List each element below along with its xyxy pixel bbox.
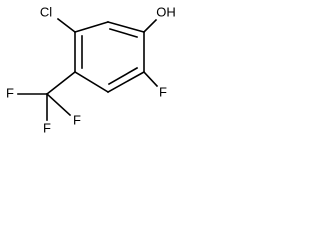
chemical-structure: Cl OH F F F F: [6, 4, 176, 135]
ring-double-bond-inner-top: [109, 28, 138, 38]
bond-to-fluorine: [142, 70, 159, 88]
benzene-ring: [73, 21, 146, 94]
bond-cf3-to-f-right: [45, 92, 72, 117]
cf3-fluorine-bottom-label: F: [43, 120, 51, 135]
ring-bond-c3-c4: [106, 70, 146, 94]
chlorine-label: Cl: [40, 4, 52, 19]
bond-to-hydroxyl: [142, 18, 158, 34]
bond-to-cf3-carbon: [45, 70, 77, 96]
cf3-fluorine-left-label: F: [6, 85, 14, 100]
bond-to-chlorine: [56, 17, 77, 34]
ring-bond-c4-c5: [73, 70, 110, 94]
hydroxyl-label: OH: [156, 4, 176, 19]
ring-bond-c1-c2: [107, 21, 145, 33]
ring-bond-c6-c1: [74, 21, 109, 33]
ring-fluorine-label: F: [159, 84, 167, 99]
ring-double-bond-inner-right: [107, 66, 139, 86]
cf3-fluorine-right-label: F: [73, 112, 81, 127]
